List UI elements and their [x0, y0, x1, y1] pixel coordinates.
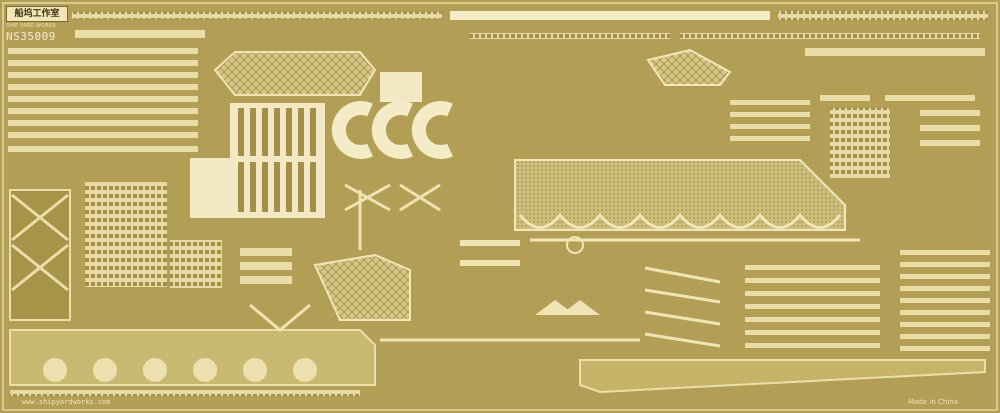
right-mid-parts: [730, 100, 810, 141]
ring-parts: [331, 101, 453, 159]
brand-name-cn: 船坞工作室: [6, 6, 68, 22]
funnel-cap: [646, 48, 732, 86]
x-ties: [344, 183, 441, 250]
vertical-slat-panel: [190, 103, 325, 218]
brand-name-en: SHIP YARD WORKS: [6, 23, 56, 29]
brand-logo: 船坞工作室 SHIP YARD WORKS: [6, 6, 68, 29]
left-rail-parts: [8, 30, 205, 152]
main-deck-plate: [514, 159, 846, 231]
right-rail-strips: [805, 48, 985, 178]
keel-strip: [579, 359, 986, 394]
boom-parts: [380, 266, 721, 348]
top-railing-strip: [450, 11, 770, 20]
small-window-panel: [380, 72, 422, 102]
left-crossed-panels: [9, 189, 71, 321]
product-code: NS35009: [6, 30, 56, 43]
ladder-grid-block: [85, 182, 167, 287]
website-text: www.shipyardworks.com: [22, 398, 111, 406]
top-ladder-strip: [72, 12, 442, 19]
right-bottom-rails: [745, 250, 990, 351]
roof-plate: [213, 51, 377, 96]
made-in-label: Made in China: [908, 398, 958, 406]
bridge-plate: [313, 253, 411, 321]
